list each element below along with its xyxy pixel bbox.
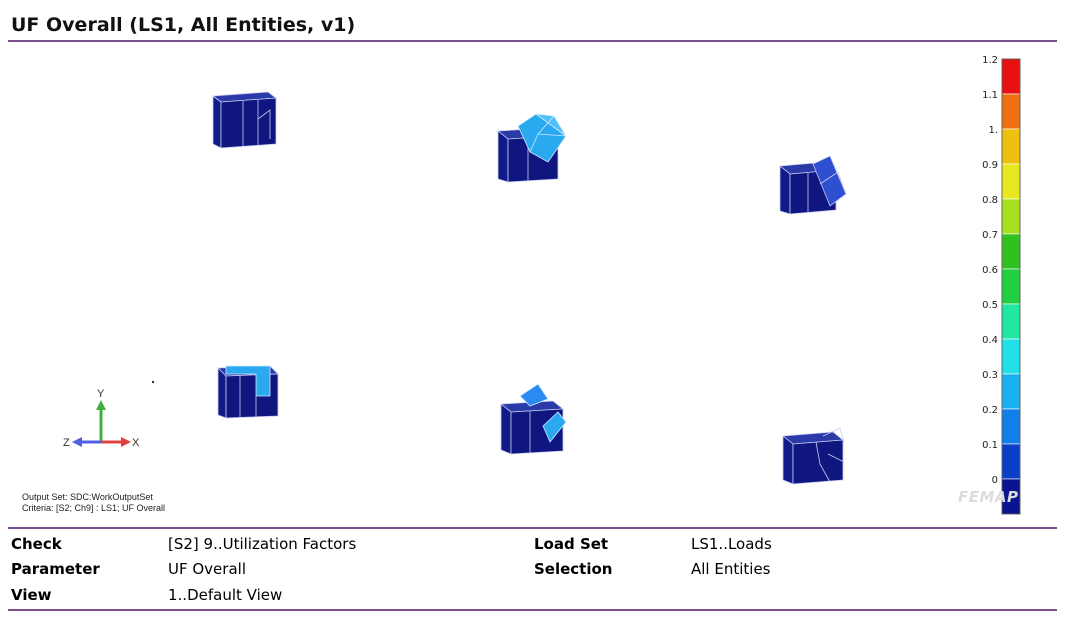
loadset-value: LS1..Loads	[691, 535, 772, 553]
model-viewport[interactable]: Y X Z 1.2 1.1 1. 0.9 0.8 0.7 0.6 0.5 0.4 0.3 0.2 0.…	[8, 44, 1057, 524]
axis-label-x: X	[132, 437, 140, 449]
legend-frame	[1001, 58, 1021, 515]
legend-swatch	[1001, 58, 1021, 95]
color-scale-legend: 1.2 1.1 1. 0.9 0.8 0.7 0.6 0.5 0.4 0.3 0.2 0.1 0	[982, 55, 1021, 515]
info-bottom-divider	[8, 609, 1057, 611]
output-set-info: Output Set: SDC:WorkOutputSet Criteria: …	[22, 492, 165, 514]
check-value: [S2] 9..Utilization Factors	[168, 535, 357, 553]
axis-label-y: Y	[97, 388, 105, 400]
model-part-1[interactable]	[211, 91, 278, 149]
legend-tick-label: 0.2	[982, 405, 998, 416]
legend-swatch	[1001, 93, 1021, 130]
loadset-label: Load Set	[534, 535, 609, 553]
selection-label: Selection	[534, 560, 613, 578]
legend-tick-label: 1.2	[982, 55, 998, 66]
axis-triad: Y X Z	[63, 388, 140, 449]
model-node-dot	[151, 380, 155, 384]
selection-value: All Entities	[691, 560, 771, 578]
legend-tick-label: 0.4	[982, 335, 998, 346]
model-part-3[interactable]	[778, 155, 847, 215]
parameter-label: Parameter	[11, 560, 100, 578]
model-part-6[interactable]	[781, 427, 845, 485]
legend-tick-label: 0.3	[982, 370, 998, 381]
legend-tick-label: 0.9	[982, 160, 998, 171]
page-title: UF Overall (LS1, All Entities, v1)	[11, 14, 356, 36]
legend-tick-label: 1.1	[982, 90, 998, 101]
output-set-line: Output Set: SDC:WorkOutputSet	[22, 492, 153, 502]
legend-swatch	[1001, 268, 1021, 305]
legend-tick-label: 0.6	[982, 265, 998, 276]
legend-tick-label: 0.7	[982, 230, 998, 241]
legend-swatch	[1001, 408, 1021, 445]
axis-label-z: Z	[63, 437, 70, 449]
legend-tick-label: 0.5	[982, 300, 998, 311]
legend-tick-label: 0	[992, 475, 998, 486]
legend-swatch	[1001, 233, 1021, 270]
legend-swatch	[1001, 128, 1021, 165]
legend-swatch	[1001, 338, 1021, 375]
title-divider	[8, 40, 1057, 42]
legend-swatch	[1001, 303, 1021, 340]
model-part-5[interactable]	[499, 383, 567, 455]
legend-tick-label: 0.1	[982, 440, 998, 451]
info-top-divider	[8, 527, 1057, 529]
parameter-value: UF Overall	[168, 560, 246, 578]
legend-swatch	[1001, 443, 1021, 480]
check-label: Check	[11, 535, 62, 553]
model-part-2[interactable]	[496, 113, 567, 183]
legend-swatch	[1001, 373, 1021, 410]
femap-logo: FEMAP	[958, 488, 1019, 506]
model-part-4[interactable]	[217, 365, 279, 419]
legend-swatch	[1001, 198, 1021, 235]
legend-tick-label: 0.8	[982, 195, 998, 206]
view-label: View	[11, 586, 52, 604]
legend-tick-label: 1.	[988, 125, 998, 136]
legend-swatch	[1001, 163, 1021, 200]
criteria-line: Criteria: [S2; Ch9] : LS1; UF Overall	[22, 503, 166, 513]
view-value: 1..Default View	[168, 586, 283, 604]
